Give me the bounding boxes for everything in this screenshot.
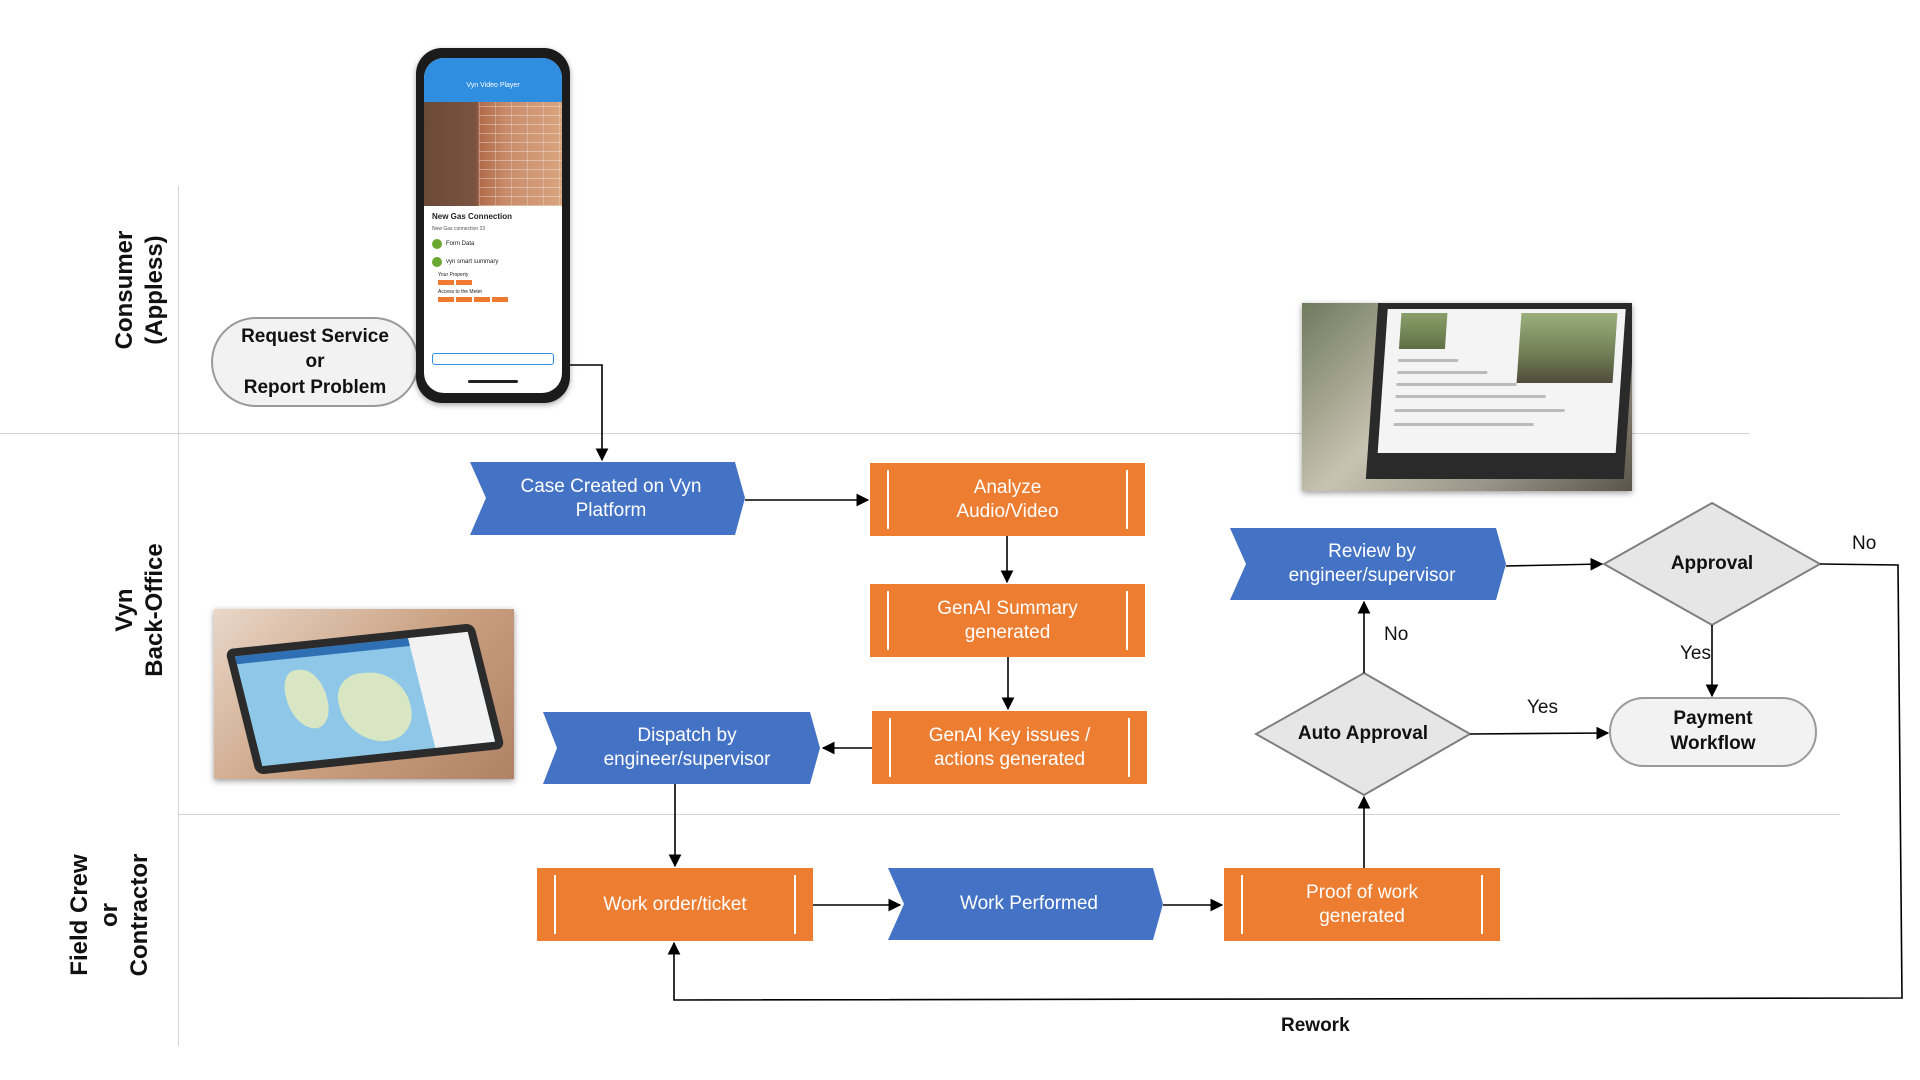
edge-approval-no-rework xyxy=(667,563,1903,1001)
tablet-photo xyxy=(214,609,514,779)
phone-mockup: Vyn Video Player New Gas Connection New … xyxy=(416,48,570,403)
form-icon xyxy=(432,239,442,249)
tablet-device xyxy=(225,623,505,775)
review-shape xyxy=(1230,528,1506,600)
case-created-shape xyxy=(470,462,745,535)
genai-summary-shape xyxy=(870,584,1145,657)
phone-row-summary: vyn smart summary xyxy=(424,253,562,271)
work-order-label: Work order/ticket xyxy=(603,893,747,915)
phone-case-title: New Gas Connection xyxy=(432,212,513,221)
edge-review-to-approval xyxy=(1505,557,1604,571)
phone-message-input xyxy=(432,353,554,365)
work-performed-shape xyxy=(888,868,1163,940)
auto-approval-label: Auto Approval xyxy=(1297,723,1429,745)
lane-divider-consumer xyxy=(0,433,1750,434)
phone-item-property: Your Property xyxy=(438,272,469,278)
lane-divider-field xyxy=(178,814,1840,815)
phone-app-title: Vyn Video Player xyxy=(466,82,520,89)
laptop-photo xyxy=(1302,303,1632,491)
phone-tags-1 xyxy=(424,279,562,286)
laptop-screen xyxy=(1365,303,1632,479)
edge-label-auto-yes: Yes xyxy=(1527,697,1558,718)
edge-request-to-case xyxy=(568,364,609,462)
approval-label: Approval xyxy=(1670,553,1754,575)
check-icon xyxy=(432,257,442,267)
genai-issues-shape xyxy=(872,711,1147,784)
tablet-map xyxy=(234,631,496,767)
proof-shape xyxy=(1224,868,1500,941)
phone-case-sub: New Gas connection 23 xyxy=(432,226,486,232)
edge-label-approval-no: No xyxy=(1852,533,1877,554)
phone-tags-2 xyxy=(424,296,562,303)
edge-label-rework: Rework xyxy=(1281,1015,1350,1036)
edge-auto-yes-to-payment xyxy=(1469,726,1610,740)
payment-pill xyxy=(1609,697,1817,767)
edge-label-approval-yes: Yes xyxy=(1680,643,1711,664)
edge-label-auto-no: No xyxy=(1384,624,1409,645)
analyze-shape xyxy=(870,463,1145,536)
phone-home-indicator xyxy=(468,380,518,383)
work-order-shape xyxy=(537,868,813,941)
auto-approval-diamond xyxy=(1253,671,1473,797)
phone-app-bar: Vyn Video Player xyxy=(424,58,562,102)
phone-item-meter: Access to the Meter xyxy=(438,289,483,295)
phone-row-form: Form Data xyxy=(424,235,562,253)
work-performed-label: Work Performed xyxy=(960,893,1098,915)
genai-issues-label: GenAI Key issues /actions generated xyxy=(928,724,1091,770)
dispatch-shape xyxy=(543,712,820,784)
lane-divider-vertical xyxy=(178,186,179,1046)
phone-screen: Vyn Video Player New Gas Connection New … xyxy=(424,58,562,393)
phone-video-thumbnail xyxy=(424,102,562,206)
phone-notch xyxy=(474,52,512,62)
